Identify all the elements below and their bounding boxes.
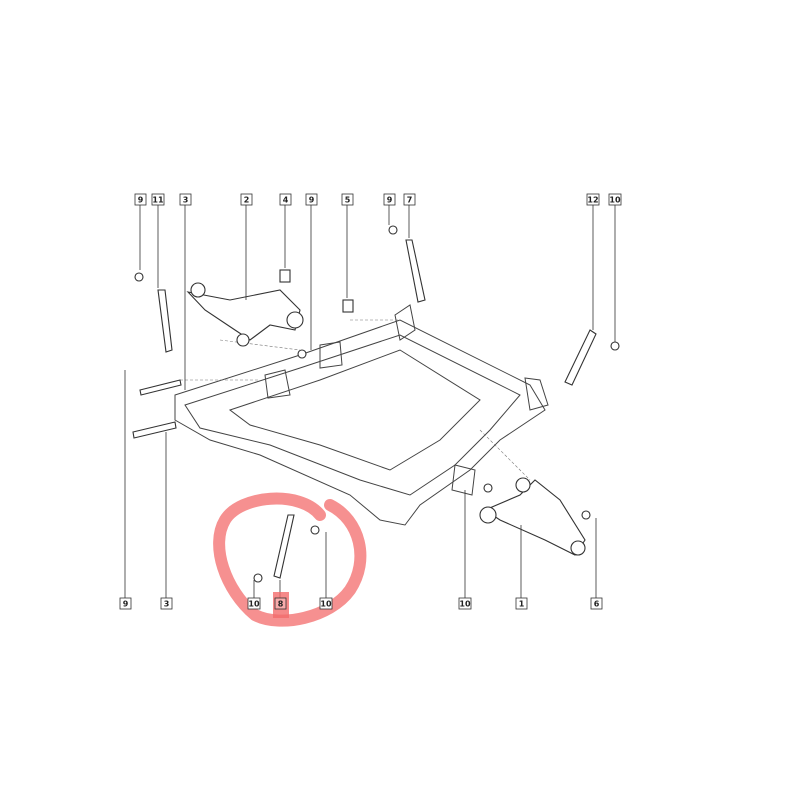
link-11: [157, 289, 173, 353]
callout-9: 9: [134, 193, 147, 206]
highlight-label-box: [273, 592, 289, 618]
svg-text:8: 8: [278, 600, 284, 609]
nut-10d: [310, 525, 320, 535]
svg-text:9: 9: [309, 196, 315, 205]
callout-bottom-9: 9: [119, 597, 132, 610]
svg-text:2: 2: [244, 196, 250, 205]
callout-bottom-10: 10: [247, 597, 261, 610]
callout-bottom-10c: 10: [458, 597, 472, 610]
callout-12: 12: [586, 193, 600, 206]
link-12: [564, 329, 597, 386]
callout-10: 10: [608, 193, 622, 206]
callout-11: 11: [151, 193, 165, 206]
callout-bottom-10b: 10: [319, 597, 333, 610]
svg-text:9: 9: [138, 196, 144, 205]
lower-control-arm-right: [479, 477, 586, 556]
bushing-5: [342, 299, 354, 313]
link-8: [273, 514, 295, 579]
nut-9b: [388, 225, 398, 235]
svg-text:12: 12: [587, 196, 598, 205]
svg-text:6: 6: [594, 600, 600, 609]
nut-9c: [134, 272, 144, 282]
callout-4: 4: [279, 193, 292, 206]
bolt-9: [139, 379, 182, 396]
svg-text:3: 3: [183, 196, 189, 205]
svg-text:3: 3: [164, 600, 170, 609]
svg-text:10: 10: [248, 600, 260, 609]
svg-text:11: 11: [152, 196, 164, 205]
svg-text:5: 5: [345, 196, 351, 205]
nut-10c: [253, 573, 263, 583]
callout-9b: 9: [305, 193, 318, 206]
svg-text:10: 10: [609, 196, 621, 205]
svg-text:7: 7: [407, 196, 413, 205]
nut-9: [297, 349, 307, 359]
callout-bottom-6: 6: [590, 597, 603, 610]
callout-3: 3: [179, 193, 192, 206]
link-7: [405, 239, 426, 303]
bolt-3: [132, 421, 177, 439]
svg-text:10: 10: [320, 600, 332, 609]
nut-10: [610, 341, 620, 351]
callout-7: 7: [403, 193, 416, 206]
callout-5: 5: [341, 193, 354, 206]
subframe: [174, 304, 549, 526]
bushing-4: [279, 269, 291, 283]
leader-lines: [124, 204, 616, 598]
highlight-circle: [213, 492, 367, 627]
svg-text:9: 9: [387, 196, 393, 205]
callout-bottom-1: 1: [515, 597, 528, 610]
svg-text:9: 9: [123, 600, 129, 609]
lower-control-arm-left: [186, 282, 304, 347]
nut-10b: [483, 483, 493, 493]
svg-text:4: 4: [283, 196, 289, 205]
callout-bottom-8: 8: [274, 597, 287, 610]
nut-6: [581, 510, 591, 520]
svg-text:10: 10: [459, 600, 471, 609]
callout-9c: 9: [383, 193, 396, 206]
svg-text:1: 1: [519, 600, 525, 609]
callout-2: 2: [240, 193, 253, 206]
callout-bottom-3: 3: [160, 597, 173, 610]
